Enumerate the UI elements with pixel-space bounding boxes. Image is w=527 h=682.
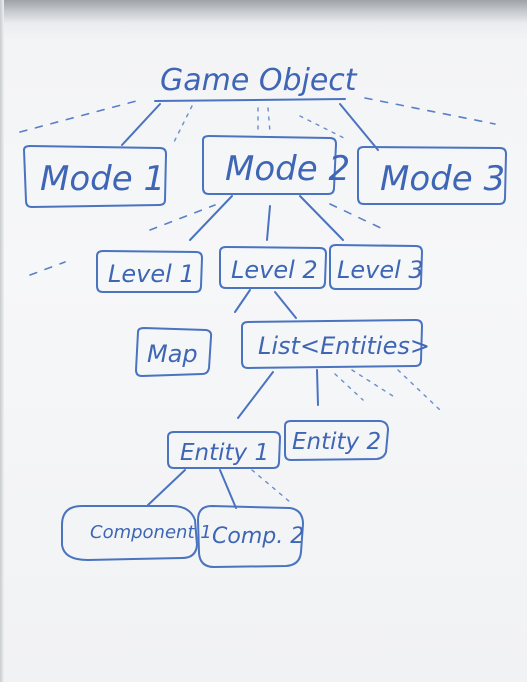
box-comp2 xyxy=(197,505,304,568)
dashed-stroke-far-left xyxy=(29,261,66,276)
edge-root-mode3 xyxy=(339,103,379,151)
edge-root-mode1 xyxy=(121,103,161,146)
box-list-entities xyxy=(241,319,423,369)
node-level1: Level 1 xyxy=(108,260,195,288)
node-list-entities: List<Entities> xyxy=(258,332,430,360)
node-mode3: Mode 3 xyxy=(380,159,505,199)
whiteboard-frame-top xyxy=(0,0,527,22)
node-entity2: Entity 2 xyxy=(292,429,381,455)
box-level1 xyxy=(96,250,203,293)
whiteboard-frame-left xyxy=(0,0,4,682)
dashed-stroke-right xyxy=(364,97,496,125)
node-game-object: Game Object xyxy=(160,63,358,98)
node-mode1: Mode 1 xyxy=(40,159,165,199)
node-level2: Level 2 xyxy=(231,256,318,284)
edge-list-dotted-a xyxy=(334,373,364,401)
box-component1 xyxy=(61,505,198,561)
node-mode2: Mode 2 xyxy=(225,149,350,189)
edge-mode2-level2 xyxy=(266,205,271,241)
box-mode2 xyxy=(202,135,337,195)
edge-list-dotted-b xyxy=(351,369,397,399)
edge-list-entity1 xyxy=(237,371,274,419)
box-map xyxy=(135,327,213,377)
node-component1: Component 1 xyxy=(90,522,212,543)
box-level2 xyxy=(219,246,327,289)
root-underline xyxy=(154,98,346,102)
edge-root-mode1-dashed xyxy=(171,105,193,147)
dashed-stroke-level-left xyxy=(149,204,216,231)
dashed-stroke-level-right xyxy=(329,203,386,231)
edge-mode2-level3 xyxy=(299,195,344,241)
edge-list-entity2 xyxy=(316,369,319,406)
box-mode3 xyxy=(357,146,507,205)
node-entity1: Entity 1 xyxy=(180,440,269,466)
dashed-stroke-mid xyxy=(299,115,349,141)
edge-entity1-component1 xyxy=(147,469,186,506)
node-comp2: Comp. 2 xyxy=(212,524,304,549)
node-level3: Level 3 xyxy=(337,256,424,284)
edge-level2-map xyxy=(234,289,251,313)
box-mode1 xyxy=(23,145,167,208)
dashed-stroke-left xyxy=(19,99,141,133)
edge-list-dotted-c xyxy=(397,369,441,411)
edge-root-mode2-b xyxy=(267,107,271,133)
box-entity2 xyxy=(284,420,389,461)
edge-entity1-dotted xyxy=(251,469,291,503)
edge-mode2-level1 xyxy=(189,195,233,241)
node-map: Map xyxy=(147,340,198,368)
box-entity1 xyxy=(167,431,281,469)
edge-entity1-comp2 xyxy=(219,469,237,509)
box-level3 xyxy=(329,244,423,290)
edge-level2-list xyxy=(274,291,297,319)
